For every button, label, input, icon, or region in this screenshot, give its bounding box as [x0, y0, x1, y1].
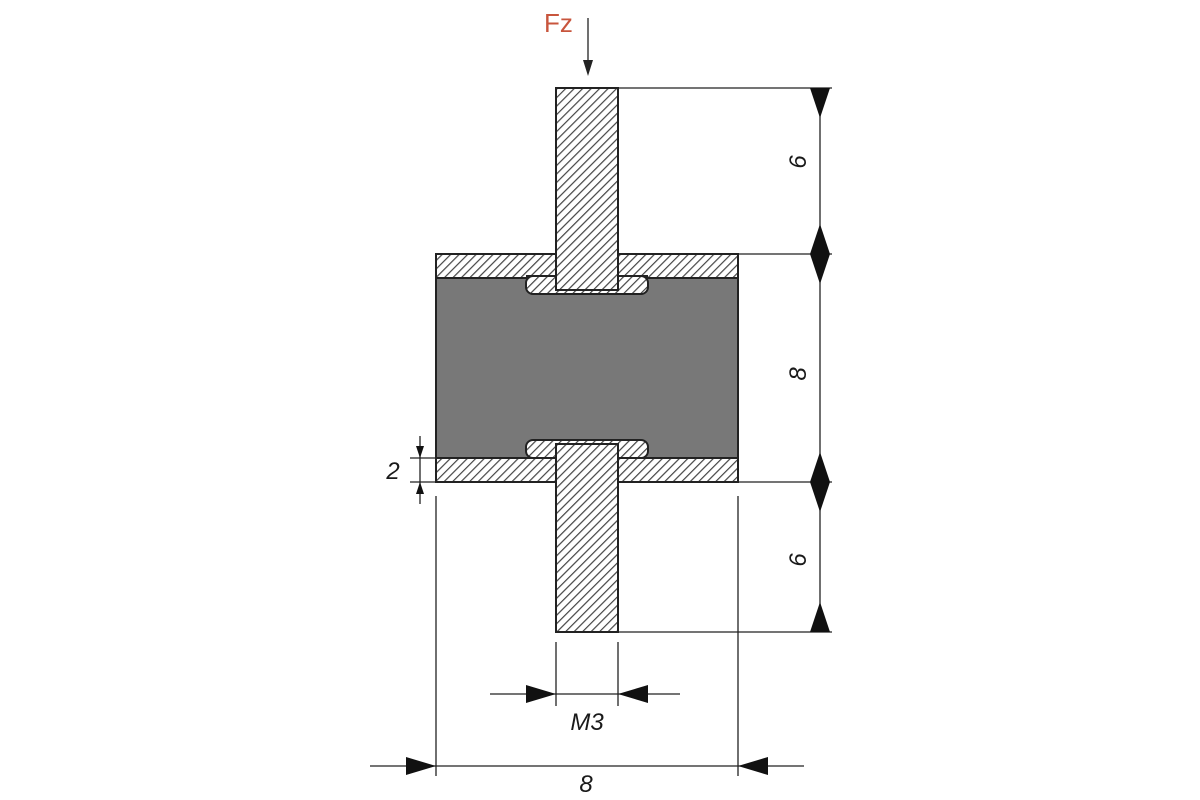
dim-top-stud-height — [810, 88, 830, 254]
dim-outer-diameter-label: 8 — [579, 771, 593, 798]
rubber-body — [435, 275, 739, 459]
force-arrow — [583, 18, 593, 76]
top-stud — [555, 87, 619, 291]
dim-bottom-stud-height — [810, 482, 830, 632]
dim-top-stud-label: 6 — [785, 155, 812, 169]
dim-body-label: 8 — [785, 367, 812, 381]
dim-bottom-stud-label: 6 — [785, 553, 812, 567]
dim-plate-label: 2 — [385, 458, 399, 485]
dim-thread — [490, 642, 680, 706]
dim-thread-label: M3 — [570, 709, 604, 736]
bottom-stud — [555, 443, 619, 633]
dim-plate-thickness — [410, 436, 436, 504]
dim-outer-diameter — [370, 496, 804, 776]
force-label: Fz — [544, 8, 573, 38]
dim-body-height — [810, 254, 830, 482]
